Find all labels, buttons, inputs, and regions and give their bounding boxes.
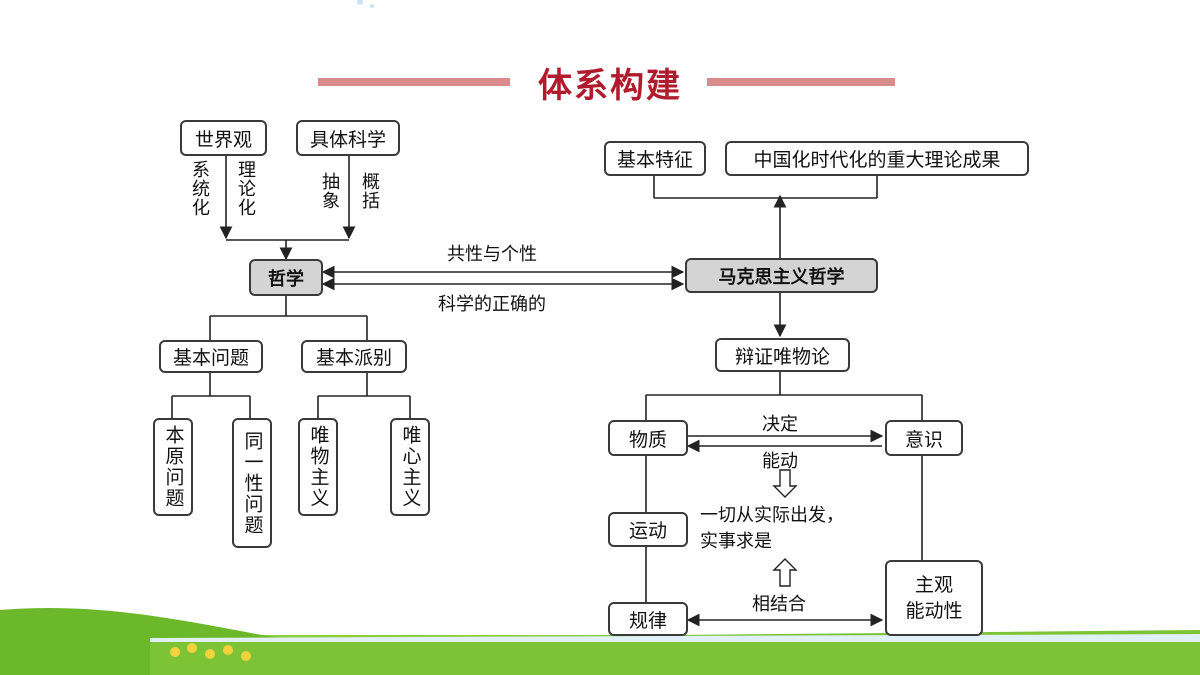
basic-question-box: 基本问题 bbox=[159, 340, 263, 373]
marxism-box: 马克思主义哲学 bbox=[685, 258, 878, 293]
decides-label: 决定 bbox=[762, 414, 798, 435]
title-area: 体系构建 bbox=[0, 58, 1200, 106]
active-label: 能动 bbox=[762, 451, 798, 472]
scientific-correct-label: 科学的正确的 bbox=[438, 294, 546, 315]
dialectical-materialism-label: 辩证唯物论 bbox=[734, 345, 830, 368]
down-hollow-arrow bbox=[772, 469, 798, 498]
motion-label: 运动 bbox=[628, 520, 667, 542]
up-hollow-arrow bbox=[772, 558, 798, 587]
consciousness-box: 意识 bbox=[885, 420, 963, 456]
basic-features-box: 基本特征 bbox=[604, 141, 706, 176]
identity-question-box: 同一性问题 bbox=[232, 418, 272, 548]
consciousness-label: 意识 bbox=[904, 428, 943, 451]
dialectical-materialism-box: 辩证唯物论 bbox=[715, 338, 850, 372]
common-individual-label: 共性与个性 bbox=[447, 244, 537, 265]
basic-question-label: 基本问题 bbox=[172, 347, 249, 369]
science-box: 具体科学 bbox=[296, 120, 400, 156]
flower-icon bbox=[241, 651, 251, 661]
origin-question-box: 本原问题 bbox=[153, 418, 193, 516]
flower-icon bbox=[223, 645, 233, 655]
principle-text: 一切从实际出发， 实事求是 bbox=[700, 505, 844, 552]
combine-label: 相结合 bbox=[752, 594, 806, 615]
science-label: 具体科学 bbox=[309, 128, 386, 151]
sky-strip bbox=[150, 634, 1200, 642]
worldview-box: 世界观 bbox=[180, 120, 267, 156]
subjective-initiative-label: 主观 能动性 bbox=[905, 574, 963, 622]
generalize-label: 概括 bbox=[359, 172, 380, 210]
idealism-box: 唯心主义 bbox=[390, 418, 430, 516]
abstract-label: 抽象 bbox=[319, 172, 340, 210]
decor-dot bbox=[357, 0, 363, 5]
sinicization-label: 中国化时代化的重大理论成果 bbox=[753, 149, 1001, 171]
origin-question-label: 本原问题 bbox=[162, 425, 185, 509]
idealism-label: 唯心主义 bbox=[399, 425, 422, 509]
flower-icon bbox=[170, 647, 180, 657]
basic-features-label: 基本特征 bbox=[616, 149, 693, 171]
materialism-label: 唯物主义 bbox=[307, 425, 330, 509]
matter-box: 物质 bbox=[608, 420, 688, 456]
philosophy-box: 哲学 bbox=[249, 259, 323, 296]
decor-dot bbox=[370, 4, 374, 8]
materialism-box: 唯物主义 bbox=[298, 418, 338, 516]
law-box: 规律 bbox=[608, 602, 688, 636]
flower-icon bbox=[205, 649, 215, 659]
worldview-label: 世界观 bbox=[194, 128, 252, 151]
sinicization-box: 中国化时代化的重大理论成果 bbox=[725, 141, 1029, 176]
title-bar-right bbox=[707, 78, 895, 86]
marxism-label: 马克思主义哲学 bbox=[718, 266, 845, 288]
systematize-label: 系统化 bbox=[189, 160, 210, 217]
theorize-label: 理论化 bbox=[235, 160, 256, 217]
law-label: 规律 bbox=[628, 609, 667, 632]
title-bar-left bbox=[318, 78, 510, 86]
flower-icon bbox=[187, 643, 197, 653]
philosophy-label: 哲学 bbox=[268, 268, 304, 290]
landscape-decoration bbox=[0, 608, 1200, 675]
page-title: 体系构建 bbox=[538, 66, 682, 106]
motion-box: 运动 bbox=[608, 512, 688, 547]
top-decoration bbox=[357, 0, 374, 8]
identity-question-label: 同一性问题 bbox=[241, 430, 264, 536]
basic-schools-box: 基本派别 bbox=[301, 340, 407, 373]
subjective-initiative-box: 主观 能动性 bbox=[885, 560, 983, 636]
basic-schools-label: 基本派别 bbox=[315, 347, 392, 369]
matter-label: 物质 bbox=[628, 428, 667, 451]
